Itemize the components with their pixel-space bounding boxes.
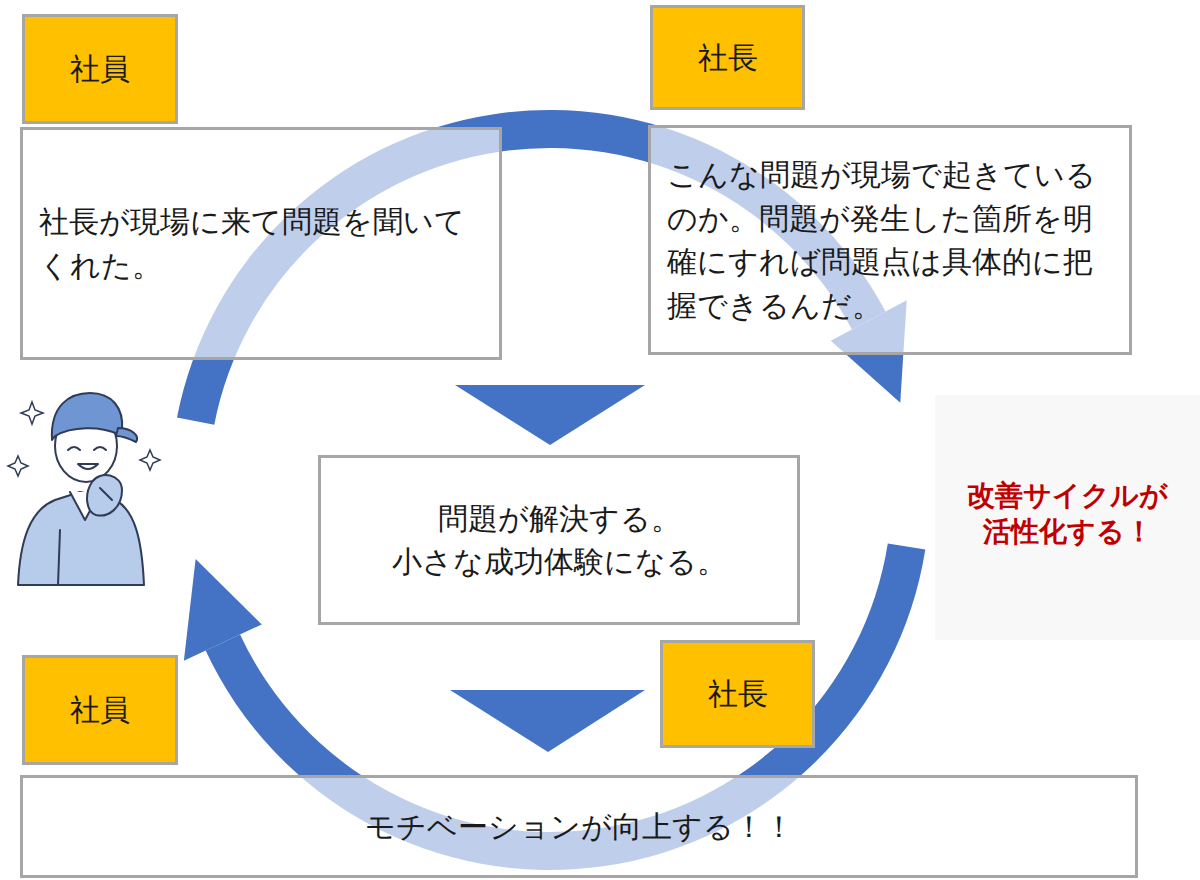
box-text: 社長	[708, 672, 768, 716]
speech-box: 社長が現場に来て問題を聞いてくれた。	[20, 127, 502, 360]
worker-arm	[58, 530, 60, 585]
callout-text: 改善サイクルが 活性化する！	[940, 478, 1195, 551]
box-text: モチベーションが向上する！！	[39, 805, 1119, 849]
worker-cap	[52, 393, 122, 440]
role-tag: 社員	[22, 655, 178, 765]
worker-cap-brim	[116, 428, 137, 442]
role-tag: 社長	[660, 640, 815, 748]
worker-eye	[68, 447, 80, 450]
worker-shirt	[18, 492, 144, 585]
sparkle	[21, 402, 43, 424]
down-triangle	[450, 690, 645, 752]
box-text: こんな問題が現場で起きているのか。問題が発生した箇所を明確にすれば問題点は具体的…	[667, 153, 1113, 327]
speech-box: こんな問題が現場で起きているのか。問題が発生した箇所を明確にすれば問題点は具体的…	[648, 125, 1132, 355]
box-text: 社長	[698, 36, 758, 80]
label-ground	[935, 395, 1200, 640]
box-text: 問題が解決する。 小さな成功体験になる。	[337, 497, 781, 584]
worker-illustration	[18, 393, 144, 585]
role-tag: 社員	[22, 14, 178, 124]
sparkles	[8, 402, 160, 476]
down-triangle	[455, 385, 645, 445]
box-text: 社員	[70, 688, 130, 732]
result-box: 問題が解決する。 小さな成功体験になる。	[318, 455, 800, 625]
worker-smile	[78, 464, 98, 469]
box-text: 社長が現場に来て問題を聞いてくれた。	[39, 200, 483, 287]
result-band: モチベーションが向上する！！	[20, 775, 1138, 878]
sparkle	[8, 456, 28, 476]
role-tag: 社長	[650, 5, 805, 110]
cycle-arrowhead	[184, 559, 262, 661]
sparkle	[140, 450, 160, 470]
worker-fingers	[100, 488, 112, 500]
worker-hands	[87, 475, 122, 516]
worker-eye	[94, 447, 106, 450]
box-text: 社員	[70, 47, 130, 91]
